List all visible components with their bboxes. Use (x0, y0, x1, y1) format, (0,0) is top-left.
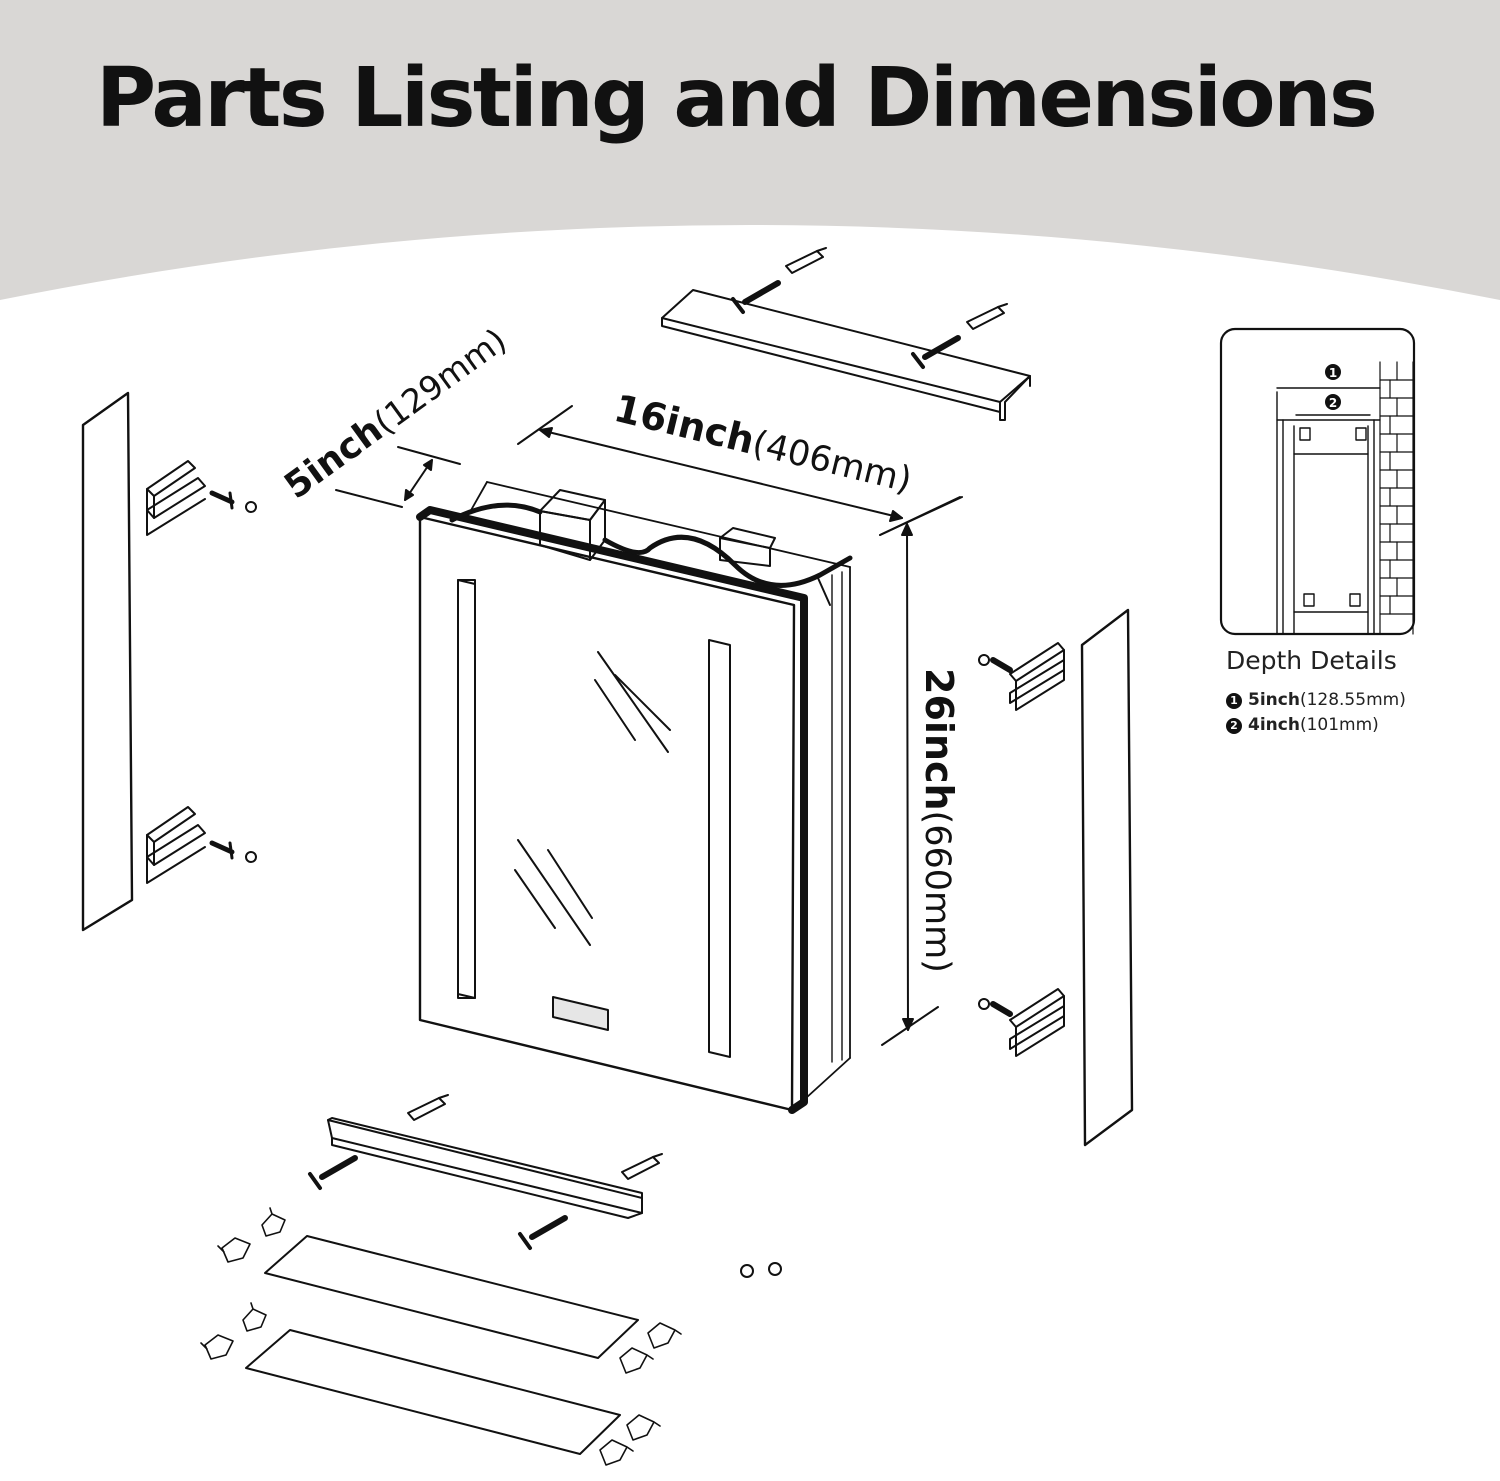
marker-1-icon: 1 (1226, 693, 1242, 709)
height-dimension-line (879, 496, 961, 1046)
hinge-caps (740, 1262, 782, 1278)
marker-2-icon: 2 (1226, 718, 1242, 734)
depth-label: 5inch(129mm) (277, 320, 514, 508)
wall-anchor-bottom-right (621, 1153, 663, 1180)
screw-top-left (731, 280, 781, 314)
depth-detail-metric: (128.55mm) (1299, 690, 1406, 710)
screw-right-top (978, 654, 1013, 673)
wall-anchor-top-left (785, 247, 827, 274)
depth-detail-item-1: 1 5inch(128.55mm) (1226, 690, 1406, 710)
depth-details-title: Depth Details (1226, 646, 1397, 675)
power-cable (449, 502, 853, 588)
screw-bottom-left (308, 1155, 358, 1190)
cabinet-body (469, 481, 851, 1109)
screw-left-top (209, 490, 257, 513)
led-strip-right (708, 639, 731, 1058)
top-mounting-rail (661, 289, 1031, 421)
screw-top-right (911, 335, 961, 369)
shelf-clips (200, 1207, 682, 1466)
page-title: Parts Listing and Dimensions (96, 51, 1378, 146)
depth-details-inset: 1 2 (1219, 327, 1416, 636)
bottom-mounting-rail (327, 1117, 643, 1219)
left-side-panel (81, 391, 134, 932)
depth-detail-value: 5inch (1248, 690, 1300, 710)
height-label: 26inch(660mm) (917, 668, 961, 973)
led-strip-left (457, 579, 476, 999)
display-panel (552, 996, 609, 1031)
svg-text:2: 2 (1329, 396, 1337, 410)
right-side-panel (1080, 608, 1134, 1147)
glass-shelf-top (264, 1235, 639, 1359)
screw-left-bottom (209, 840, 257, 863)
screw-right-bottom (978, 998, 1013, 1017)
depth-detail-value: 4inch (1248, 715, 1300, 735)
right-bracket-bottom (1009, 988, 1065, 1057)
left-bracket-top (146, 460, 206, 536)
depth-dimension-line (335, 446, 461, 508)
depth-detail-metric: (101mm) (1299, 715, 1379, 735)
mirror-door (416, 506, 808, 1114)
depth-detail-item-2: 2 4inch(101mm) (1226, 715, 1379, 735)
led-strip-left-shape (457, 579, 476, 999)
wall-anchor-bottom-left (407, 1094, 449, 1121)
glass-shelf-bottom (245, 1329, 621, 1455)
svg-text:1: 1 (1329, 366, 1337, 380)
wall-anchor-top-right (966, 303, 1008, 330)
header-banner (0, 0, 1500, 300)
screw-bottom-right (518, 1215, 568, 1250)
left-bracket-bottom (146, 806, 206, 884)
right-bracket-top (1009, 642, 1065, 711)
